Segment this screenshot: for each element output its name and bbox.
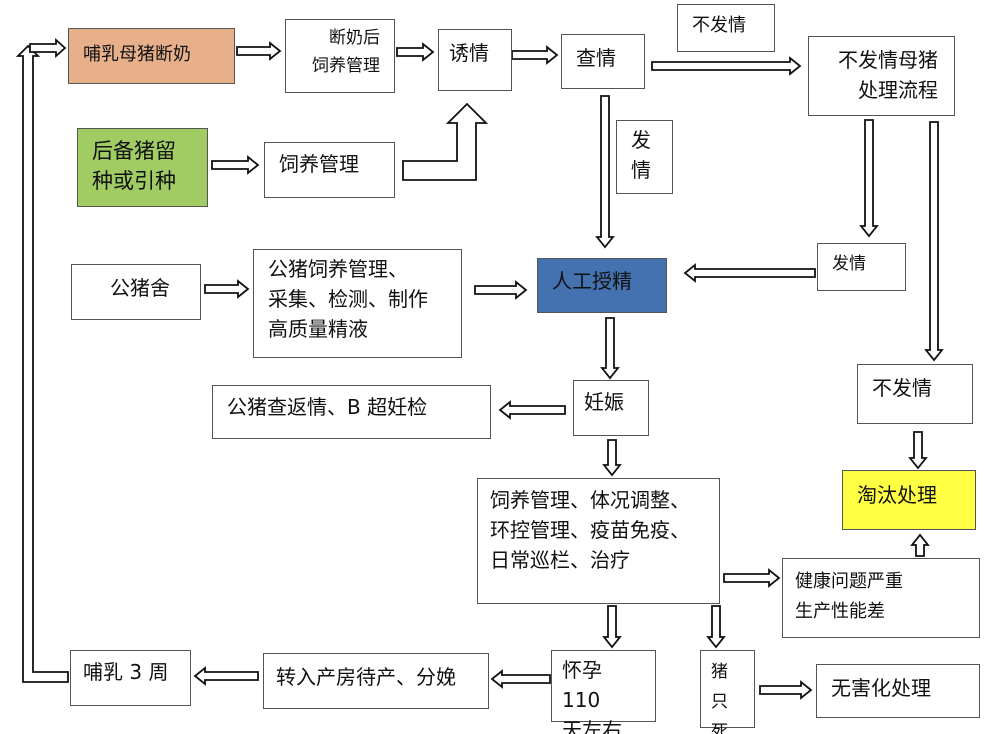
label-estrus: 发 情 <box>616 120 673 194</box>
arrow <box>723 568 781 588</box>
arrow <box>602 439 622 477</box>
arrow <box>498 400 566 420</box>
node-weaning: 哺乳母猪断奶 <box>68 28 235 84</box>
node-check-estrus: 查情 <box>561 34 645 89</box>
node-no-estrus-2: 不发情 <box>857 364 973 424</box>
arrow <box>511 45 559 65</box>
arrow <box>193 666 259 686</box>
arrow <box>490 669 551 689</box>
arrow <box>908 431 928 470</box>
arrow <box>602 605 622 649</box>
node-no-estrus-process: 不发情母猪 处理流程 <box>808 36 955 116</box>
label-estrus-right: 发情 <box>817 243 906 291</box>
arrow <box>204 279 250 299</box>
arrow <box>910 533 930 557</box>
node-pregnancy: 妊娠 <box>573 380 649 436</box>
arrow-loop-up <box>15 44 69 683</box>
arrow <box>595 95 615 249</box>
arrow <box>396 42 435 62</box>
arrow-loop-right <box>29 37 67 59</box>
node-insemination: 人工授精 <box>537 258 667 313</box>
arrow <box>600 317 620 380</box>
node-feeding: 饲养管理 <box>264 142 395 198</box>
node-disposal: 无害化处理 <box>816 664 980 718</box>
node-gilt: 后备猪留 种或引种 <box>77 128 208 207</box>
arrow <box>924 121 944 362</box>
node-post-weaning-feeding: 断奶后 饲养管理 <box>285 19 395 93</box>
arrow <box>651 56 802 76</box>
node-boar-management: 公猪饲养管理、 采集、检测、制作 高质量精液 <box>253 249 462 358</box>
arrow-feeding-to-induce <box>402 102 489 181</box>
node-gestation-care: 饲养管理、体况调整、 环控管理、疫苗免疫、 日常巡栏、治疗 <box>477 478 720 604</box>
node-culling: 淘汰处理 <box>842 470 976 530</box>
node-health-problem: 健康问题严重 生产性能差 <box>782 558 980 638</box>
arrow <box>474 280 528 300</box>
arrow <box>236 41 282 61</box>
arrow <box>683 263 816 283</box>
arrow <box>211 155 260 175</box>
node-farrowing: 转入产房待产、分娩 <box>263 653 489 709</box>
node-boar-house: 公猪舍 <box>71 264 201 320</box>
arrow <box>706 605 726 649</box>
node-death: 猪只 死亡 <box>700 650 755 734</box>
node-pregnant-110: 怀孕 110 天左右 <box>551 650 656 734</box>
node-pregnancy-check: 公猪查返情、B 超妊检 <box>212 385 491 439</box>
arrow <box>759 680 813 700</box>
arrow <box>859 119 879 238</box>
label-no-estrus: 不发情 <box>677 4 775 52</box>
node-induce-estrus: 诱情 <box>438 29 512 91</box>
node-lactation: 哺乳 3 周 <box>70 650 191 706</box>
